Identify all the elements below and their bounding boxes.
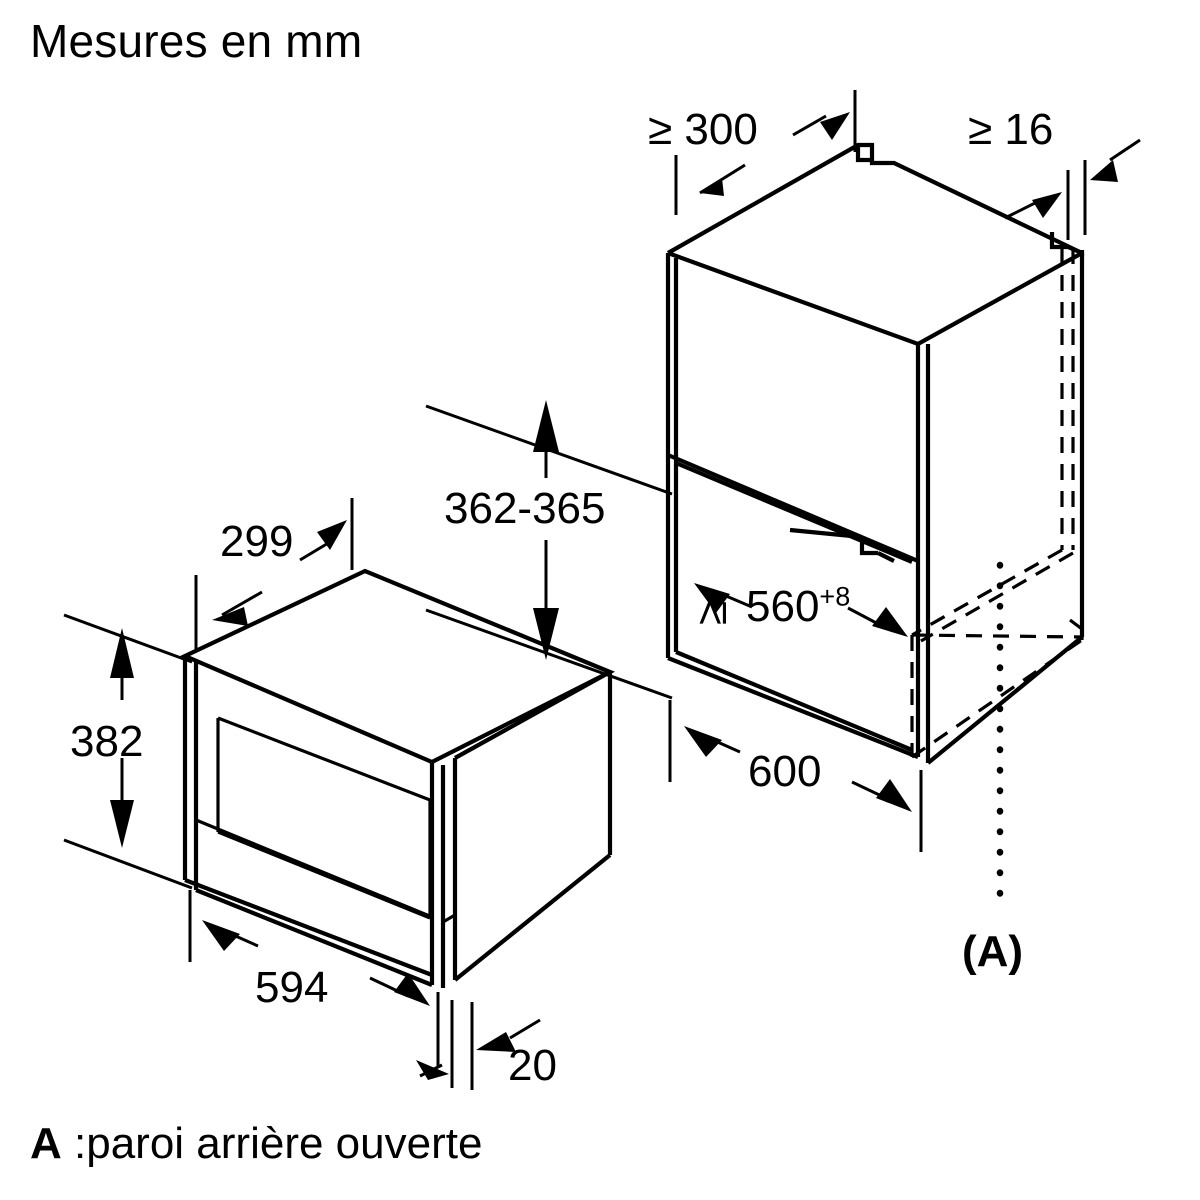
niche-width-value: 560 — [746, 582, 820, 631]
dimension-label-niche-width-prefix: ≥ — [687, 600, 737, 626]
legend-footnote: A :paroi arrière ouverte — [30, 1122, 482, 1166]
dimension-label-appliance-height: 382 — [70, 717, 144, 766]
cabinet-niche-opening — [665, 455, 1084, 765]
cabinet-niche-view — [425, 90, 1141, 902]
callout-a-label: (A) — [962, 927, 1024, 976]
cabinet-outer-body — [665, 142, 1085, 637]
dimension-appliance-width-594 — [188, 890, 440, 1068]
dimension-top-clearance-300 — [674, 90, 857, 215]
dimension-appliance-depth-299 — [194, 498, 354, 652]
dimension-label-front-overhang: 20 — [508, 1041, 557, 1090]
dimension-cabinet-width-600 — [668, 700, 923, 852]
niche-width-tolerance: +8 — [819, 581, 851, 612]
dimension-niche-height-362-365 — [425, 400, 673, 700]
dimension-label-appliance-depth: 299 — [220, 517, 294, 566]
legend-text: :paroi arrière ouverte — [61, 1119, 483, 1168]
dimension-label-niche-height: 362-365 — [444, 484, 606, 533]
appliance-view — [63, 498, 616, 1090]
dimension-label-cabinet-width: 600 — [748, 747, 822, 796]
dimension-front-overhang-20 — [416, 1000, 541, 1090]
legend-marker: A — [30, 1119, 62, 1168]
appliance-body — [179, 568, 616, 988]
cabinet-open-rear-wall-hidden-edges — [910, 248, 1091, 759]
dimension-label-appliance-width: 594 — [255, 963, 329, 1012]
dimension-niche-width-560 — [694, 583, 908, 637]
dimension-label-niche-width: 560+8 — [746, 582, 850, 631]
dimension-label-top-clearance: ≥ 300 — [648, 105, 758, 154]
page-title: Mesures en mm — [30, 15, 363, 67]
dimension-panel-thickness-16 — [1004, 138, 1141, 240]
dimension-appliance-height-382 — [63, 613, 193, 890]
dimension-label-panel-thickness: ≥ 16 — [968, 105, 1054, 154]
